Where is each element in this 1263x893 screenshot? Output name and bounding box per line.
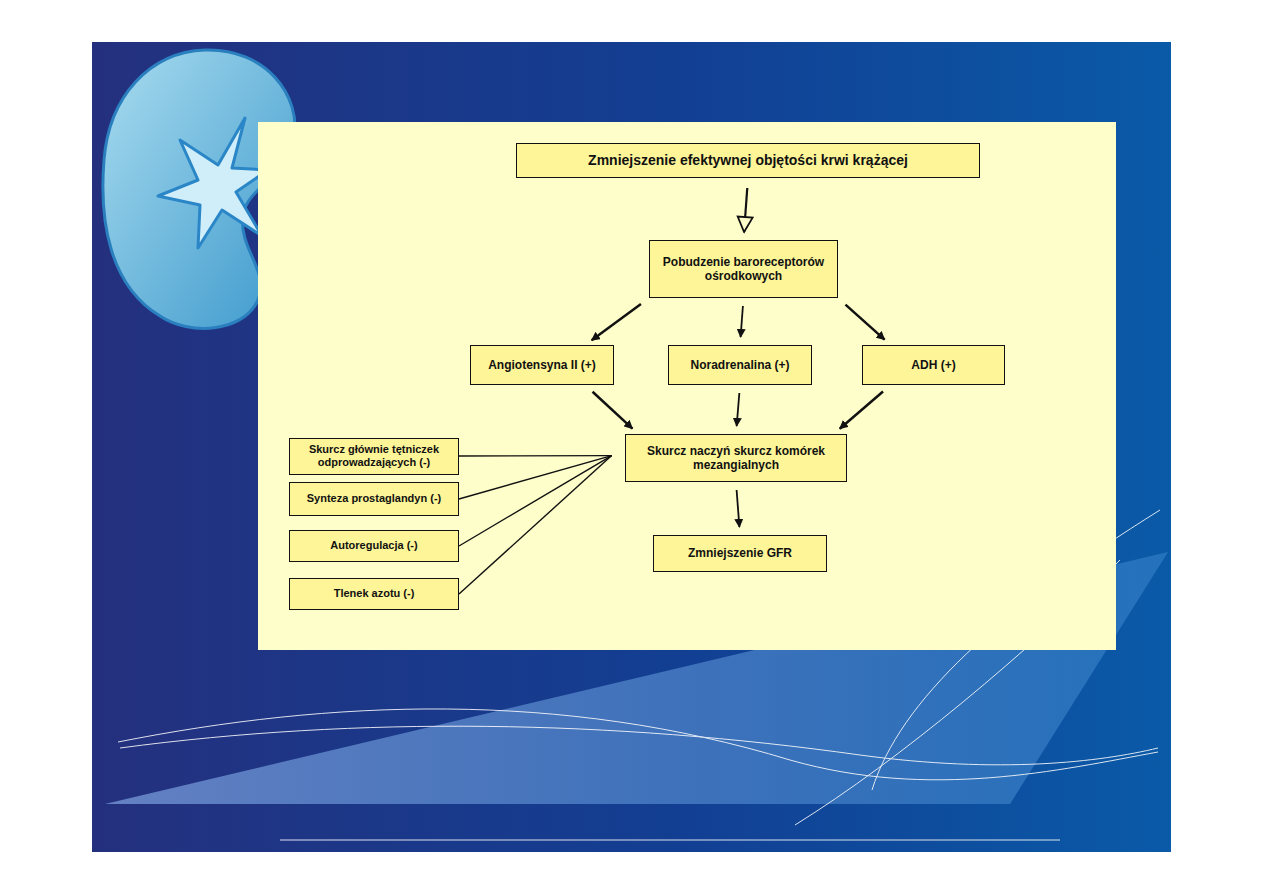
node-text: Zmniejszenie GFR (688, 546, 792, 560)
node-text: ADH (+) (911, 358, 955, 372)
node-text: Pobudzenie baroreceptorów ośrodkowych (656, 255, 831, 284)
node-text: Noradrenalina (+) (690, 358, 789, 372)
connector (459, 456, 612, 546)
connector (741, 306, 743, 337)
node-text: Skurcz głównie tętniczek odprowadzającyc… (296, 443, 452, 469)
hormone-box: ADH (+) (862, 345, 1005, 385)
result-box: Zmniejszenie GFR (653, 535, 827, 572)
factor-box: Skurcz głównie tętniczek odprowadzającyc… (289, 438, 459, 475)
slide (92, 42, 1171, 852)
node-text: Zmniejszenie efektywnej objętości krwi k… (588, 152, 908, 169)
connector (744, 188, 747, 232)
process-box: Pobudzenie baroreceptorów ośrodkowych (649, 240, 838, 298)
connector (840, 392, 883, 429)
connector (593, 392, 633, 429)
factor-box: Autoregulacja (-) (289, 530, 459, 562)
connector (592, 304, 641, 340)
factor-box: Synteza prostaglandyn (-) (289, 482, 459, 516)
hormone-box: Noradrenalina (+) (668, 345, 812, 385)
connector (845, 305, 884, 340)
diagram-panel (258, 122, 1116, 650)
node-text: Angiotensyna II (+) (488, 358, 596, 372)
connector (459, 456, 612, 594)
effect-box: Skurcz naczyń skurcz komórek mezangialny… (625, 434, 847, 482)
node-text: Synteza prostaglandyn (-) (307, 492, 441, 505)
start-box: Zmniejszenie efektywnej objętości krwi k… (516, 143, 980, 178)
node-text: Skurcz naczyń skurcz komórek mezangialny… (632, 444, 840, 473)
node-text: Autoregulacja (-) (330, 539, 417, 552)
connector (737, 490, 740, 527)
factor-box: Tlenek azotu (-) (289, 578, 459, 610)
connector (737, 393, 740, 426)
connector (459, 455, 612, 457)
hormone-box: Angiotensyna II (+) (470, 345, 614, 385)
node-text: Tlenek azotu (-) (334, 587, 415, 600)
